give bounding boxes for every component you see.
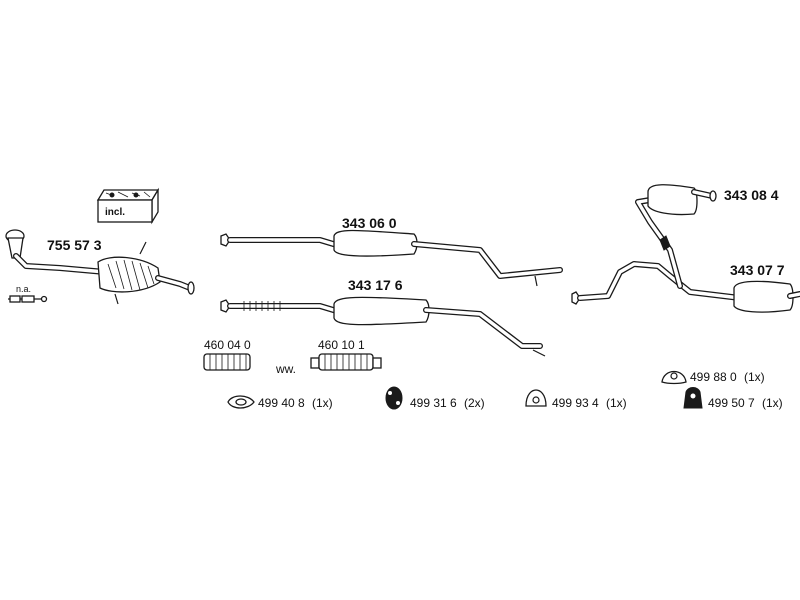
rear-muffler-bottom-part-number: 343 07 7	[730, 262, 785, 278]
hanger-ring-icon	[661, 370, 687, 385]
flex-pipe-b-part-number: 460 10 1	[318, 338, 365, 352]
kit-included-label: incl.	[105, 207, 125, 218]
not-available-label: n.a.	[16, 284, 31, 294]
rubber-mount-icon	[385, 386, 403, 410]
fitting-4-part-number: 499 88 0	[690, 370, 737, 384]
front-muffler-a	[220, 229, 563, 287]
ww-label: ww.	[275, 362, 296, 376]
fitting-1-quantity: (1x)	[312, 396, 333, 410]
fitting-3-quantity: (1x)	[606, 396, 627, 410]
fitting-5-quantity: (1x)	[762, 396, 783, 410]
gasket-icon	[227, 395, 255, 409]
fitting-2-part-number: 499 31 6	[410, 396, 457, 410]
rear-muffler-top-part-number: 343 08 4	[724, 187, 779, 203]
catalytic-converter	[5, 229, 195, 305]
front-muffler-a-part-number: 343 06 0	[342, 215, 397, 231]
flex-pipe-a-part-number: 460 04 0	[204, 338, 251, 352]
flex-pipe-b-icon	[310, 353, 382, 371]
catalytic-converter-part-number: 755 57 3	[47, 237, 102, 253]
hanger-icon	[525, 389, 547, 407]
fitting-4-quantity: (1x)	[744, 370, 765, 384]
front-muffler-b	[220, 296, 546, 357]
fitting-kit-box-icon: incl.	[96, 187, 160, 225]
fitting-3-part-number: 499 93 4	[552, 396, 599, 410]
rear-muffler-assembly	[571, 184, 800, 313]
flex-pipe-a-icon	[203, 353, 251, 371]
front-muffler-b-part-number: 343 17 6	[348, 277, 403, 293]
fitting-5-part-number: 499 50 7	[708, 396, 755, 410]
fitting-2-quantity: (2x)	[464, 396, 485, 410]
rubber-block-icon	[683, 387, 703, 409]
fitting-1-part-number: 499 40 8	[258, 396, 305, 410]
